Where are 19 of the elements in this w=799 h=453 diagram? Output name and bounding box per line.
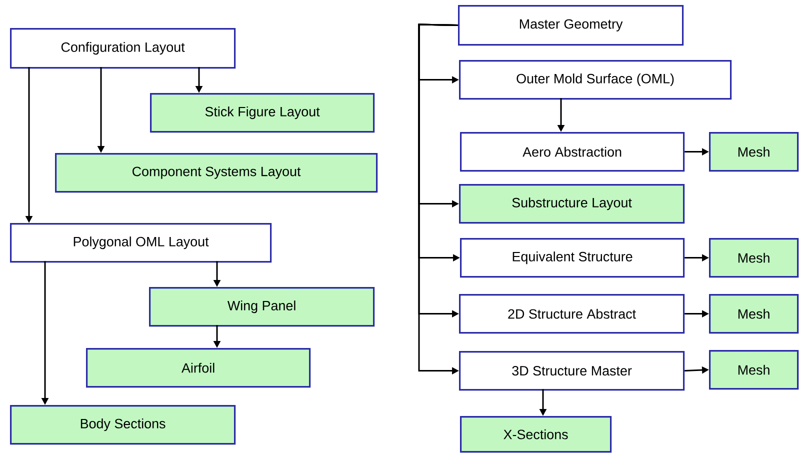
process-box: Outer Mold Surface (OML) xyxy=(459,60,732,100)
process-box: Master Geometry xyxy=(458,5,684,46)
process-box: Mesh xyxy=(709,350,799,390)
process-box: X-Sections xyxy=(460,416,612,453)
process-box: 3D Structure Master xyxy=(459,351,685,391)
process-box: Mesh xyxy=(709,294,799,334)
process-box: Body Sections xyxy=(10,405,236,445)
process-box: Substructure Layout xyxy=(459,184,685,224)
process-box: Aero Abstraction xyxy=(460,132,685,172)
process-box: Mesh xyxy=(709,238,799,278)
process-box: Configuration Layout xyxy=(10,28,236,69)
process-box: Stick Figure Layout xyxy=(150,93,375,133)
process-box: Airfoil xyxy=(86,348,311,388)
process-box: Wing Panel xyxy=(149,287,375,327)
process-box: 2D Structure Abstract xyxy=(459,294,685,334)
process-box: Equivalent Structure xyxy=(460,238,685,278)
process-box: Component Systems Layout xyxy=(55,153,378,193)
process-box: Polygonal OML Layout xyxy=(10,223,272,263)
process-box: Mesh xyxy=(709,132,799,172)
